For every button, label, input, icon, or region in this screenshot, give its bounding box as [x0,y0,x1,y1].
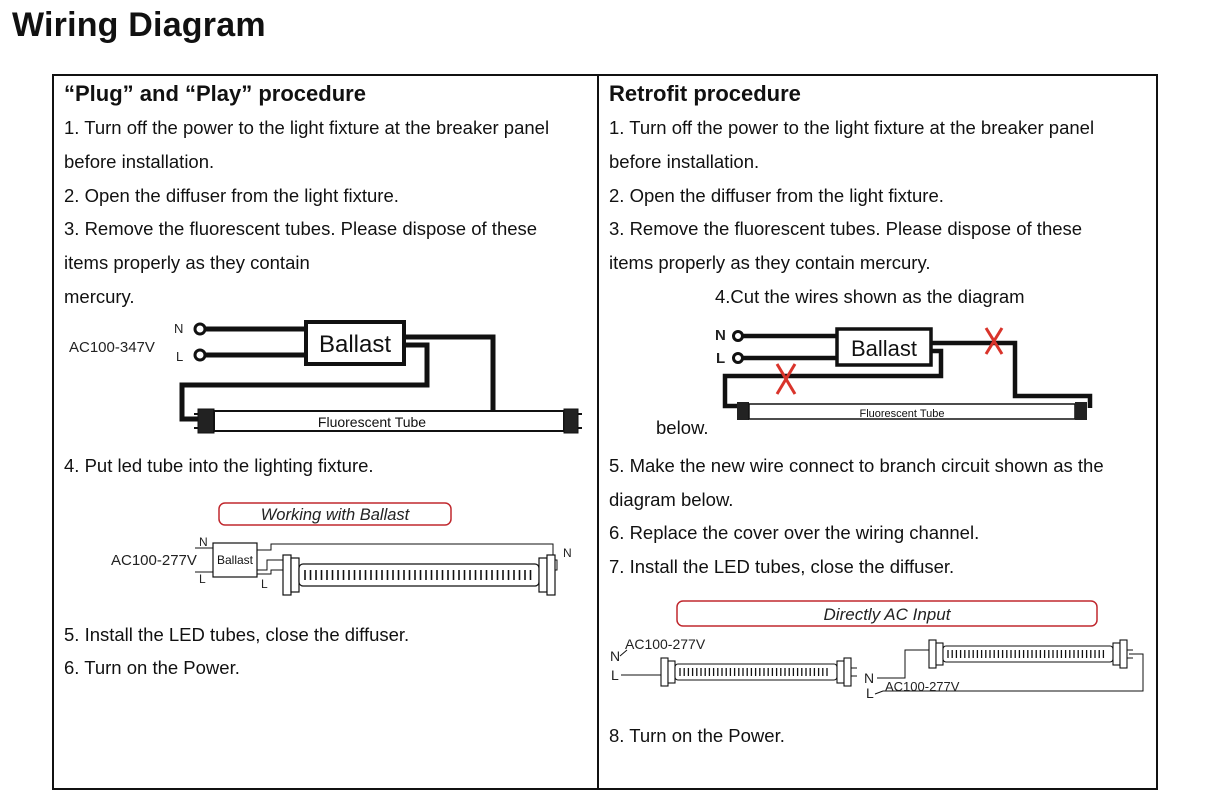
plug-and-play-heading: “Plug” and “Play” procedure [64,81,366,106]
right-step-line: items properly as they contain mercury. [609,252,931,273]
ballast-label: Ballast [851,336,917,361]
voltage-label-2: AC100-277V [885,679,960,694]
cut-mark-icon [984,327,1004,355]
tube-end-cap-right [1075,402,1087,420]
right-step-line: 1. Turn off the power to the light fixtu… [609,117,1095,138]
left-step-line: 1. Turn off the power to the light fixtu… [64,117,550,138]
line-label: L [716,350,725,367]
right-step-line: 5. Make the new wire connect to branch c… [609,455,1104,476]
tube-end-cap-right [563,408,579,434]
column-divider [597,74,599,790]
tube-end-cap-left [197,408,215,434]
neutral-right-label: N [563,546,572,560]
line-terminal [732,352,744,364]
left-step-line: before installation. [64,151,215,172]
line-label: L [611,667,619,683]
neutral-label: N [715,327,726,344]
ballast-box [212,542,258,578]
line-label: L [199,572,206,586]
banner-box [676,600,1098,627]
line-label: L [176,349,183,364]
left-step-line: 2. Open the diffuser from the light fixt… [64,185,399,206]
voltage-label: AC100-277V [111,552,197,569]
neutral-label: N [610,648,620,664]
right-step-8: 8. Turn on the Power. [609,725,785,746]
left-step-line: 3. Remove the fluorescent tubes. Please … [64,218,538,239]
right-step-4: 4.Cut the wires shown as the diagram [715,286,1025,307]
page-title: Wiring Diagram [12,6,266,44]
ballast-fluorescent-wiring-diagram: AC100-347V N L Ballast Fluorescent Tube [69,320,582,434]
led-chips [304,570,532,580]
ballast-label: Ballast [217,553,254,567]
tube-label: Fluorescent Tube [318,414,426,430]
banner-label: Working with Ballast [261,506,411,524]
left-step-5: 5. Install the LED tubes, close the diff… [64,624,410,645]
right-step-line: 6. Replace the cover over the wiring cha… [609,522,980,543]
voltage-label: AC100-277V [625,636,706,652]
tube-label: Fluorescent Tube [860,408,945,420]
cut-mark-icon [775,363,797,395]
ballast-box [304,320,406,366]
procedure-table [52,74,1158,790]
right-step-line: 7. Install the LED tubes, close the diff… [609,556,955,577]
right-step-4-below: below. [656,417,709,438]
ballast-box [835,327,933,367]
right-step-line: diagram below. [609,489,734,510]
right-step-line: 2. Open the diffuser from the light fixt… [609,185,944,206]
line-mid-label: L [261,577,268,591]
right-step-line: 3. Remove the fluorescent tubes. Please … [609,218,1083,239]
left-step-6: 6. Turn on the Power. [64,657,240,678]
direct-ac-input-diagram: Directly AC Input AC100-277V N L N L AC1… [610,600,1144,701]
tube-end-cap-left [737,402,749,420]
line-terminal [193,348,207,362]
neutral-terminal [732,330,744,342]
ballast-label: Ballast [319,331,391,358]
neutral-label: N [174,321,183,336]
banner-box [218,502,452,526]
cut-wires-diagram: N L Ballast Fluorescent Tube [715,327,1093,420]
banner-label: Directly AC Input [824,605,952,624]
neutral-label: N [199,535,208,549]
left-step-line: mercury. [64,286,135,307]
retrofit-heading: Retrofit procedure [609,81,801,106]
left-step-4: 4. Put led tube into the lighting fixtur… [64,455,374,476]
right-step-line: before installation. [609,151,760,172]
neutral-label: N [864,670,874,686]
working-with-ballast-diagram: Working with Ballast AC100-277V N L Ball… [111,502,572,596]
neutral-terminal [193,322,207,336]
left-step-line: items properly as they contain [64,252,310,273]
voltage-label: AC100-347V [69,339,155,356]
line-label: L [866,685,874,701]
